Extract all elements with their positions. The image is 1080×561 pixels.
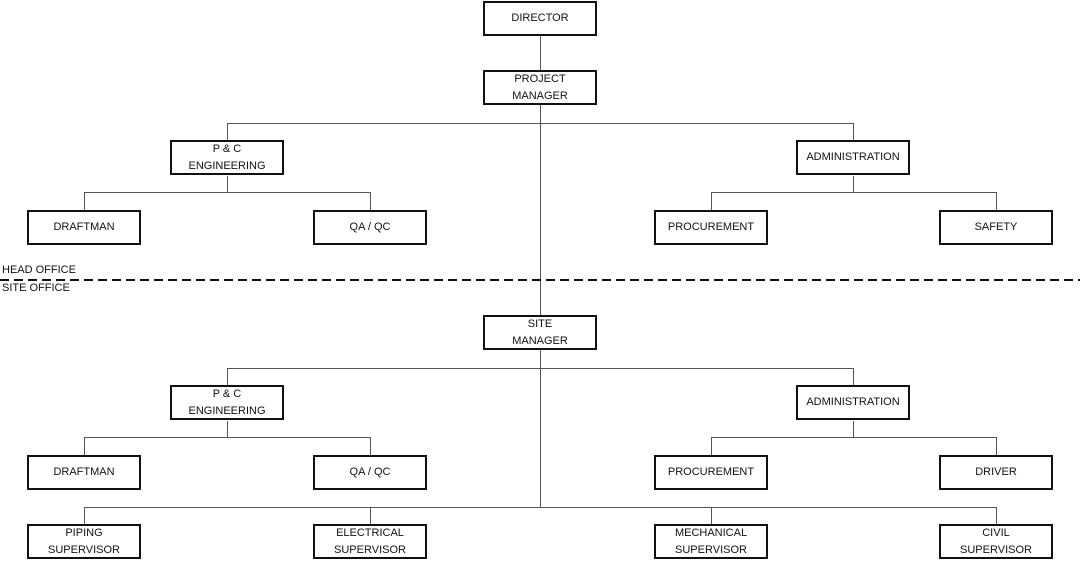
supervisor-branch — [84, 507, 997, 524]
so-branch — [227, 368, 854, 385]
so-draftman-box: DRAFTMAN — [27, 455, 141, 490]
ho-admin-branch — [711, 176, 997, 210]
so-eng-branch — [84, 421, 371, 455]
ho-safety-box: SAFETY — [939, 210, 1053, 245]
site-office-label: SITE OFFICE — [2, 282, 70, 294]
ho-branch — [227, 123, 854, 140]
ho-procurement-box: PROCUREMENT — [654, 210, 768, 245]
so-qaqc-box: QA / QC — [313, 455, 427, 490]
ho-eng-branch — [84, 176, 371, 210]
so-driver-box: DRIVER — [939, 455, 1053, 490]
ho-administration-box: ADMINISTRATION — [796, 140, 910, 175]
director-box: DIRECTOR — [483, 1, 597, 36]
ho-qaqc-box: QA / QC — [313, 210, 427, 245]
so-administration-box: ADMINISTRATION — [796, 385, 910, 420]
ho-draftman-box: DRAFTMAN — [27, 210, 141, 245]
head-office-label: HEAD OFFICE — [2, 264, 76, 276]
so-procurement-box: PROCUREMENT — [654, 455, 768, 490]
so-admin-branch — [711, 421, 997, 455]
